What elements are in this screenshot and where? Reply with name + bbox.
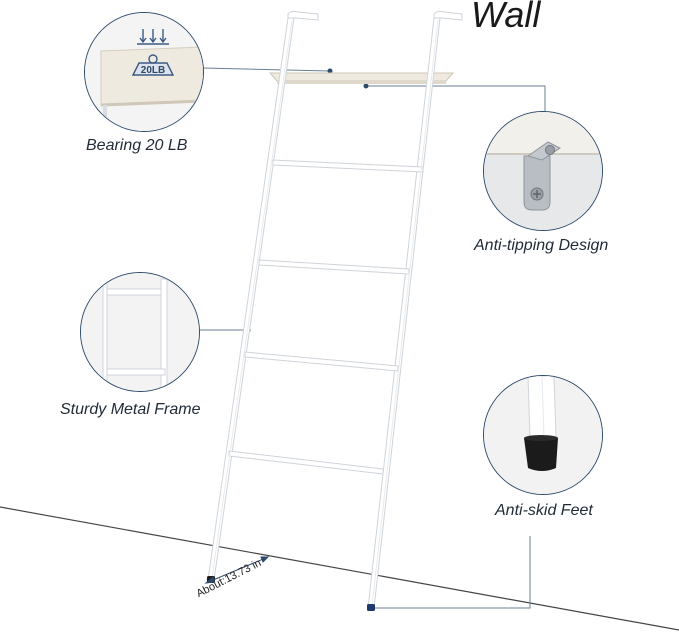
label-feet: Anti-skid Feet: [495, 502, 593, 519]
floor-line: [0, 506, 679, 631]
bracket-icon: [523, 141, 561, 211]
ladder-shelf: [268, 72, 455, 84]
callout-bearing: 20LB: [84, 12, 204, 132]
callout-frame: [80, 272, 200, 392]
dimension-arrow: [204, 556, 270, 584]
connector-top-left: [202, 67, 331, 72]
label-frame: Sturdy Metal Frame: [60, 401, 201, 418]
ladder-frame: [207, 10, 463, 609]
weight-badge: 20LB: [140, 65, 166, 76]
label-anti-tipping: Anti-tipping Design: [474, 237, 609, 254]
connector-right-top: [366, 85, 546, 111]
callout-anti-tipping: [483, 111, 603, 231]
callout-feet: [483, 375, 603, 495]
label-bearing: Bearing 20 LB: [86, 137, 188, 154]
rubber-foot: [524, 438, 558, 471]
weight-icon: [131, 29, 175, 76]
page-title: Wall: [471, 0, 541, 35]
right-foot: [367, 604, 375, 611]
connector-bottom-right: [375, 536, 531, 609]
